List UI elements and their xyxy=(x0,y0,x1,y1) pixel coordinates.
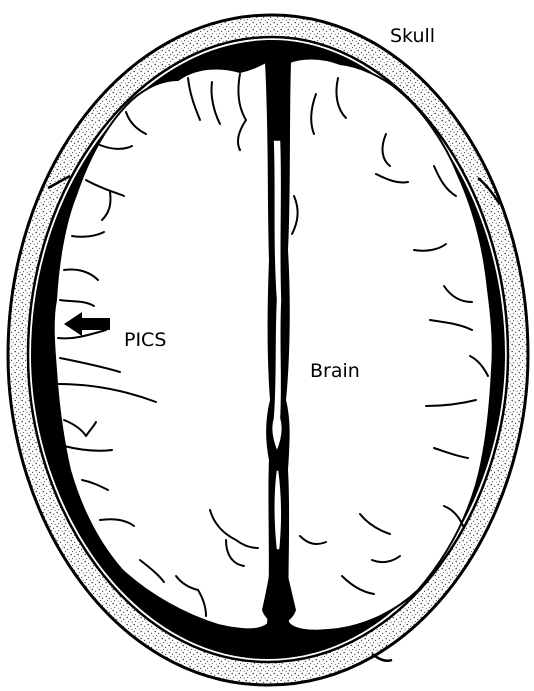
falx-posterior xyxy=(274,470,282,550)
suture-bottom xyxy=(372,654,392,661)
falx-anterior xyxy=(270,70,286,140)
pics-label: PICS xyxy=(124,329,166,351)
skull-label: Skull xyxy=(390,25,435,47)
brain-label: Brain xyxy=(310,360,360,382)
